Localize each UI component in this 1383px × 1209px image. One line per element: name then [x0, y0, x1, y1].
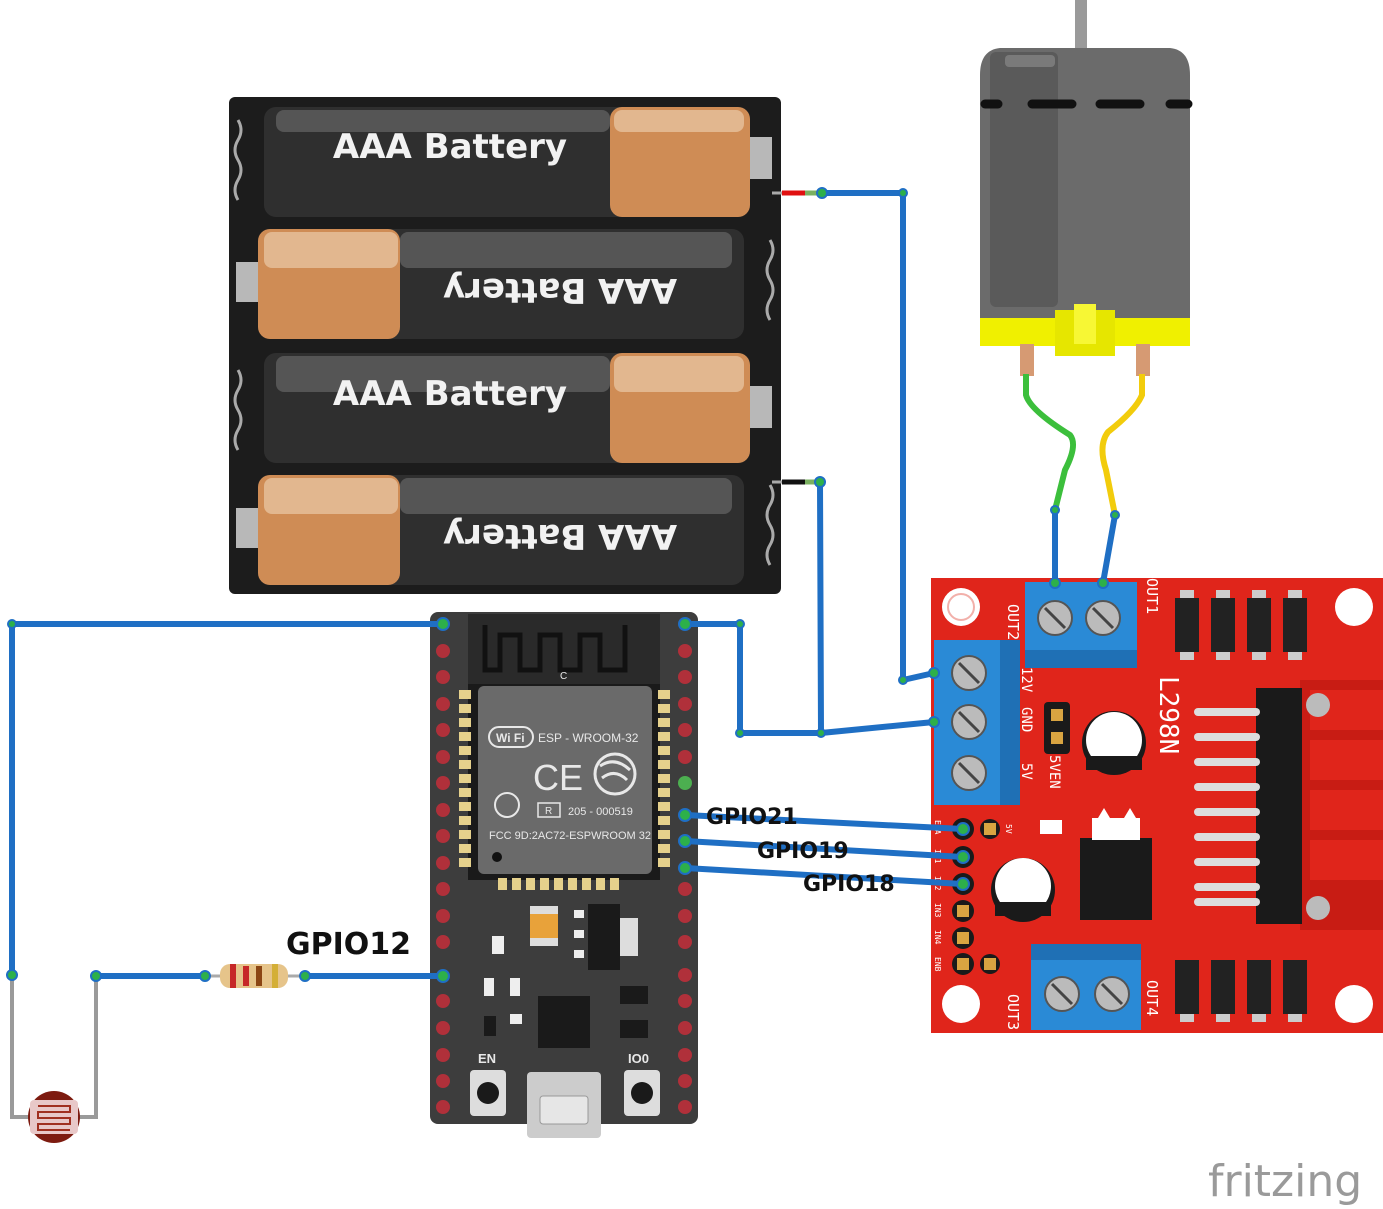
gpio18-label: GPIO18 — [803, 872, 895, 897]
gpio21-label: GPIO21 — [706, 805, 798, 830]
battery-cell-3: AAA Battery — [264, 353, 772, 463]
out2-label: OUT2 — [1004, 604, 1022, 640]
out3-label: OUT3 — [1004, 994, 1022, 1030]
battery-cell-label: AAA Battery — [333, 127, 567, 167]
out1-label: OUT1 — [1143, 578, 1161, 614]
registered-mark: R — [545, 806, 552, 817]
cert-number: 205 - 000519 — [568, 806, 633, 818]
5v-label: 5V — [1018, 763, 1034, 780]
enb-label: ENB — [933, 957, 942, 972]
in4-label: IN4 — [933, 930, 942, 945]
gnd-label: GND — [1018, 707, 1034, 732]
driver-name: L298N — [1153, 676, 1183, 754]
out4-label: OUT4 — [1143, 980, 1161, 1016]
gpio12-label: GPIO12 — [286, 927, 411, 962]
antenna-mark: C — [560, 671, 567, 682]
5ven-label: 5VEN — [1046, 755, 1062, 789]
fcc-id: FCC 9D:2AC72-ESPWROOM 32 — [489, 830, 651, 842]
battery-cell-label: AAA Battery — [443, 516, 677, 556]
battery-pack: AAA Battery AAA Battery AAA Battery — [229, 97, 822, 594]
esp32-board: C Wi Fi ESP - WROOM-32 CE R 2 — [430, 612, 698, 1138]
battery-cell-4: AAA Battery — [236, 475, 744, 585]
dc-motor — [980, 0, 1193, 516]
battery-cell-label: AAA Battery — [443, 270, 677, 310]
battery-cell-1: AAA Battery — [264, 107, 772, 217]
esp32-header-pins — [436, 644, 692, 1114]
battery-cell-label: AAA Battery — [333, 374, 567, 414]
in3-label: IN3 — [933, 903, 942, 918]
resistor — [205, 964, 305, 988]
wire-joints — [6, 187, 1120, 983]
module-name: ESP - WROOM-32 — [538, 731, 639, 745]
pin-5v-label: 5V — [1004, 824, 1013, 834]
l298n-driver: OUT2 OUT1 OUT3 OUT4 L298N 12V GND 5V 5VE… — [931, 578, 1383, 1033]
photoresistor — [10, 975, 98, 1143]
ce-mark: CE — [533, 757, 583, 798]
fritzing-logo: fritzing — [1208, 1156, 1362, 1207]
wifi-logo: Wi Fi — [496, 731, 525, 745]
gpio19-label: GPIO19 — [757, 839, 849, 864]
12v-label: 12V — [1018, 667, 1034, 693]
en-button-label: EN — [478, 1051, 496, 1066]
io0-button-label: IO0 — [628, 1051, 649, 1066]
battery-cell-2: AAA Battery — [236, 229, 744, 339]
